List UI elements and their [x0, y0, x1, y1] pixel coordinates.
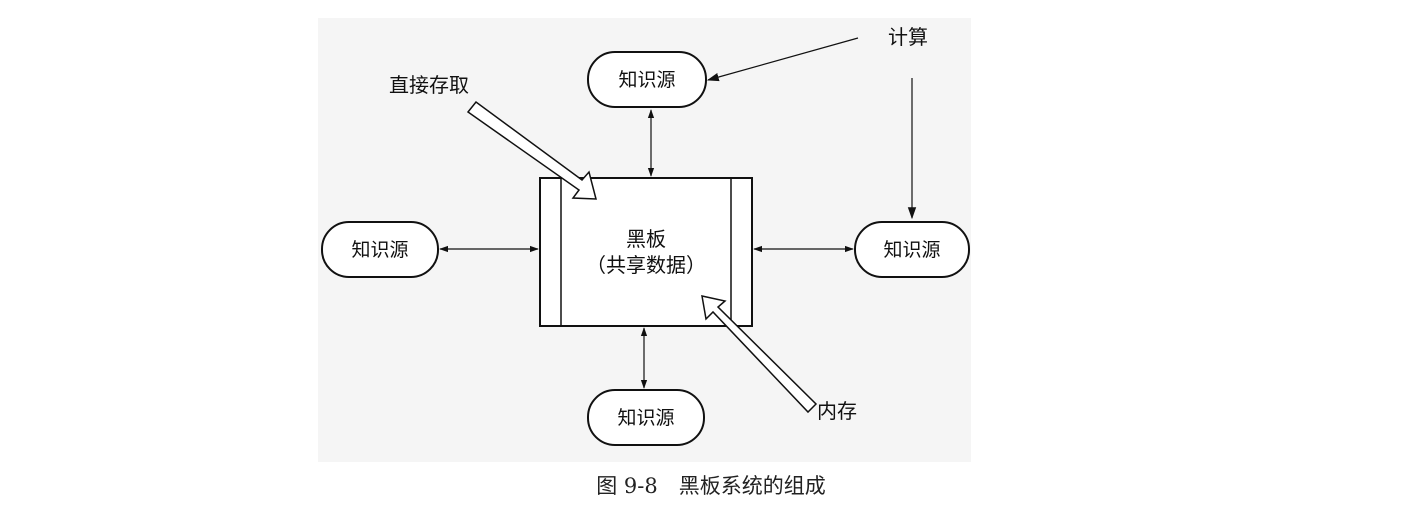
blackboard-title: 黑板 — [626, 227, 666, 251]
knowledge-source-top: 知识源 — [587, 51, 707, 108]
blackboard-subtitle: （共享数据） — [586, 253, 706, 277]
memory-arrow — [701, 295, 818, 414]
blackboard-box: 黑板 （共享数据） — [539, 177, 753, 327]
compute-arrow-to-top — [706, 37, 859, 82]
direct-access-label: 直接存取 — [389, 73, 469, 97]
knowledge-source-bottom-label: 知识源 — [617, 407, 674, 429]
compute-label: 计算 — [888, 25, 928, 49]
knowledge-source-left: 知识源 — [321, 221, 439, 278]
knowledge-source-top-label: 知识源 — [618, 69, 675, 91]
knowledge-source-right-label: 知识源 — [883, 239, 940, 261]
figure-caption: 图 9-8 黑板系统的组成 — [596, 474, 826, 498]
knowledge-source-right: 知识源 — [854, 221, 970, 278]
direct-access-arrow — [466, 100, 597, 200]
knowledge-source-bottom: 知识源 — [587, 389, 705, 446]
knowledge-source-left-label: 知识源 — [351, 239, 408, 261]
memory-label: 内存 — [817, 399, 857, 423]
